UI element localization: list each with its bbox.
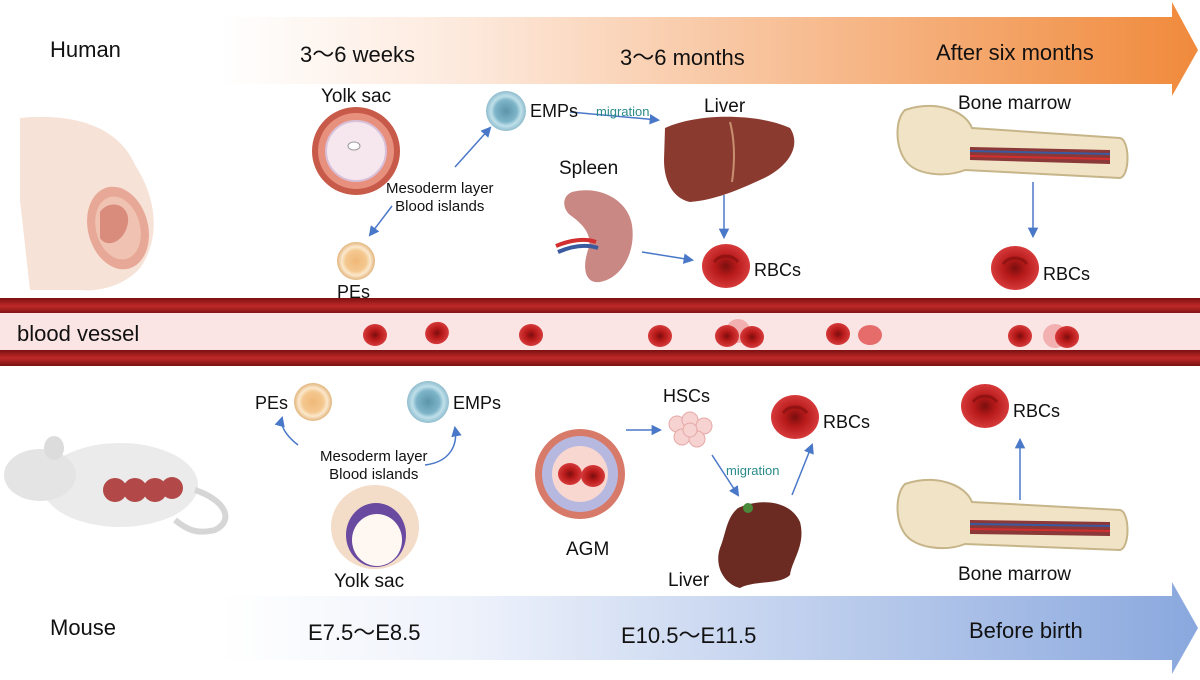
- human-liver-label: Liver: [704, 96, 746, 117]
- human-mesoderm-line-1: Mesoderm layer: [386, 180, 494, 197]
- mouse-species-label: Mouse: [50, 615, 117, 640]
- human-yolk-sac-label: Yolk sac: [321, 86, 392, 107]
- mouse-bone-marrow-illustration: [896, 479, 1129, 552]
- mouse-stage-label-2: E10.5～E11.5: [621, 623, 757, 648]
- mouse-yolk-sac-illustration: [331, 485, 419, 569]
- mouse-rbc-bone: [959, 382, 1011, 430]
- mouse-agm-label: AGM: [566, 539, 610, 560]
- blood-vessel-label: blood vessel: [17, 321, 140, 346]
- mouse-pe-cell: [294, 383, 332, 421]
- human-stage-label-2: 3～6 months: [620, 45, 745, 70]
- human-mesoderm-line-2: Blood islands: [395, 198, 485, 215]
- pregnant-human-illustration: [20, 116, 154, 291]
- mouse-emp-cell: [407, 381, 449, 423]
- mouse-mesoderm-line-2: Blood islands: [329, 466, 419, 483]
- vessel-rbcs: [363, 318, 1079, 348]
- mouse-migration-label: migration: [726, 463, 780, 478]
- agm-illustration: [535, 429, 625, 519]
- mouse-pes-label: PEs: [255, 393, 289, 413]
- blood-vessel: [0, 298, 1200, 366]
- human-yolk-sac-illustration: [312, 107, 400, 195]
- mouse-bone-marrow-label: Bone marrow: [958, 564, 1071, 585]
- human-rbcs-bone-label: RBCs: [1043, 264, 1091, 284]
- human-pes-label: PEs: [337, 282, 371, 302]
- mouse-timeline-arrow: [220, 582, 1198, 674]
- human-liver-illustration: [664, 116, 795, 202]
- mouse-rbc-liver: [769, 393, 821, 441]
- mouse-liver-label: Liver: [668, 570, 710, 591]
- mouse-mesoderm-line-1: Mesoderm layer: [320, 448, 428, 465]
- human-rbcs-liver-label: RBCs: [754, 260, 802, 280]
- human-spleen-label: Spleen: [559, 158, 619, 179]
- mouse-liver-illustration: [718, 502, 802, 588]
- human-emp-cell: [486, 91, 526, 131]
- mouse-mesoderm-label: Mesoderm layer Blood islands: [320, 448, 428, 484]
- human-stage-label-3: After six months: [936, 40, 1094, 65]
- human-timeline-arrow: [220, 2, 1198, 96]
- human-rbc-liver: [700, 242, 752, 290]
- mouse-yolk-sac-label: Yolk sac: [334, 571, 405, 592]
- human-rbc-bone: [989, 244, 1041, 292]
- mouse-hscs-label: HSCs: [663, 386, 711, 406]
- human-bone-marrow-illustration: [896, 105, 1129, 180]
- mouse-stage-label-1: E7.5～E8.5: [308, 620, 421, 645]
- mouse-rbcs-liver-label: RBCs: [823, 412, 871, 432]
- hscs-cluster: [668, 411, 713, 448]
- flow-arrows: [274, 111, 1039, 500]
- human-species-label: Human: [50, 37, 121, 62]
- human-stage-label-1: 3～6 weeks: [300, 42, 415, 67]
- human-bone-marrow-label: Bone marrow: [958, 93, 1071, 114]
- human-emps-label: EMPs: [530, 101, 579, 121]
- mouse-rbcs-bone-label: RBCs: [1013, 401, 1061, 421]
- mouse-stage-label-3: Before birth: [969, 618, 1083, 643]
- human-migration-label: migration: [596, 104, 650, 119]
- mouse-emps-label: EMPs: [453, 393, 502, 413]
- human-mesoderm-label: Mesoderm layer Blood islands: [386, 180, 494, 216]
- mouse-illustration: [4, 436, 229, 535]
- human-pe-cell: [337, 242, 375, 280]
- spleen-illustration: [555, 190, 633, 283]
